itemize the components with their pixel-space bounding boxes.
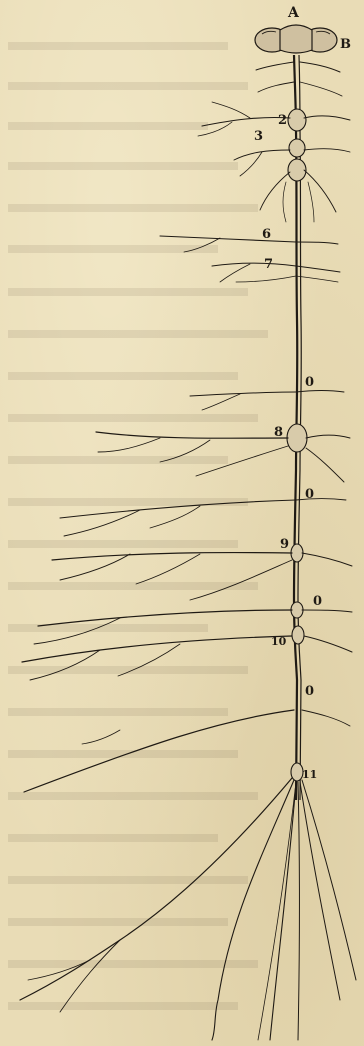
ganglion-9 xyxy=(291,544,303,562)
background-text-bleed xyxy=(8,42,268,1010)
ganglion-center xyxy=(280,25,312,53)
ganglion-3a xyxy=(289,139,305,157)
label-o-3: 0 xyxy=(313,594,322,609)
ganglion-3b xyxy=(288,159,306,181)
ganglion-10 xyxy=(292,626,304,644)
label-segment-10: 10 xyxy=(271,635,287,648)
label-o-4: 0 xyxy=(305,684,314,699)
label-A: A xyxy=(287,5,300,21)
label-segment-9: 9 xyxy=(280,537,289,552)
label-segment-2: 2 xyxy=(278,113,287,128)
label-segment-3: 3 xyxy=(254,129,263,144)
label-o-1: 0 xyxy=(305,375,314,390)
label-segment-6: 6 xyxy=(262,227,271,242)
cerebral-ganglia xyxy=(255,25,337,53)
label-o-2: 0 xyxy=(305,487,314,502)
label-segment-8: 8 xyxy=(274,425,283,440)
ganglion-2 xyxy=(288,109,306,131)
label-B: B xyxy=(340,37,351,52)
label-segment-11: 11 xyxy=(302,768,317,781)
ganglion-o3 xyxy=(291,602,303,618)
label-segment-7: 7 xyxy=(264,257,273,272)
ganglion-8 xyxy=(287,424,307,452)
